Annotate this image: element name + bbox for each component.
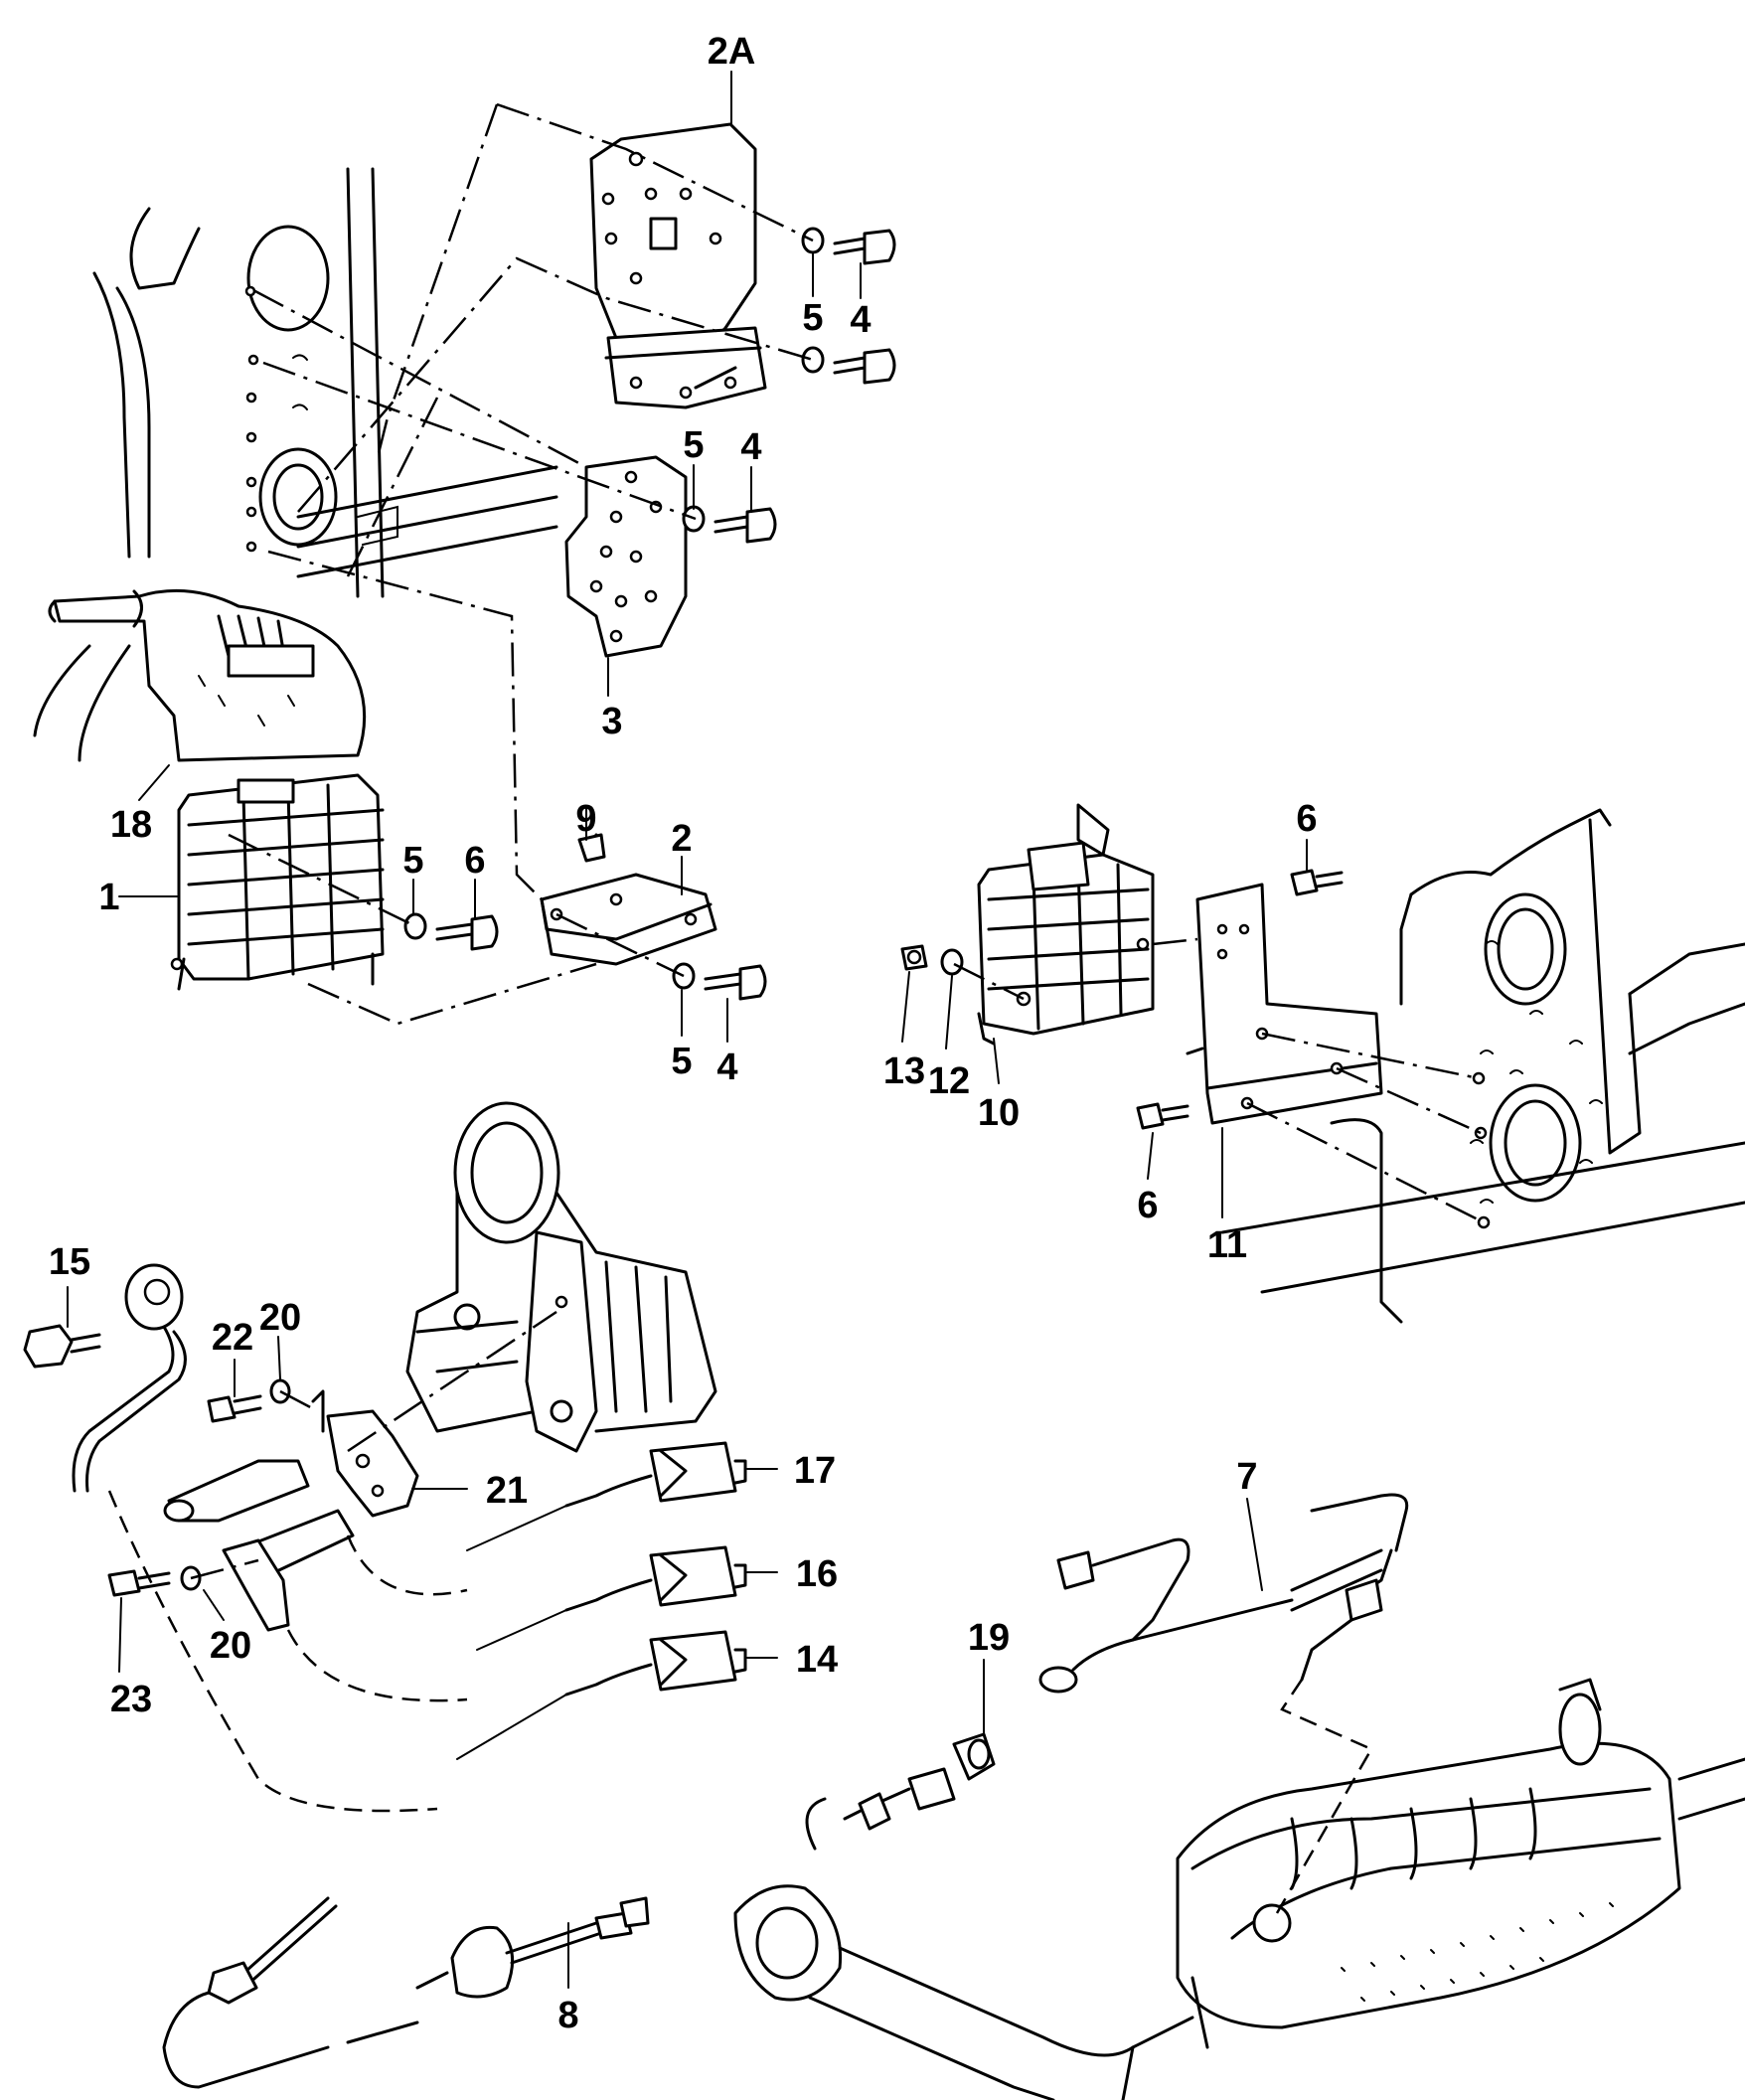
callout-19: 19 bbox=[968, 1617, 1010, 1659]
bracket-2a bbox=[589, 122, 767, 409]
callout-12: 12 bbox=[928, 1060, 970, 1102]
callout-22: 22 bbox=[212, 1317, 253, 1359]
callout-17: 17 bbox=[794, 1450, 836, 1492]
connector-17 bbox=[466, 1441, 747, 1551]
leader-lines-upper bbox=[228, 102, 814, 1026]
callout-4-mid: 4 bbox=[740, 426, 761, 468]
callout-20-low: 20 bbox=[210, 1625, 251, 1667]
wiring-harness bbox=[48, 588, 367, 762]
knock-sensor-15 bbox=[23, 1263, 187, 1493]
engine-block bbox=[405, 1101, 717, 1453]
callout-20-top: 20 bbox=[259, 1297, 301, 1339]
bracket-3 bbox=[564, 455, 688, 658]
callout-5-top: 5 bbox=[802, 297, 823, 339]
callout-14: 14 bbox=[796, 1639, 838, 1681]
control-unit-10 bbox=[977, 803, 1155, 1046]
callout-2a: 2A bbox=[708, 31, 756, 73]
oxygen-sensor-8 bbox=[162, 1896, 650, 2089]
connector-16 bbox=[476, 1545, 747, 1651]
body-panel-right bbox=[1220, 808, 1745, 1324]
callout-15: 15 bbox=[49, 1241, 90, 1283]
callout-21: 21 bbox=[486, 1470, 528, 1512]
exhaust-pipe bbox=[733, 1884, 1209, 2100]
fasteners-right bbox=[900, 869, 1485, 1224]
callout-7: 7 bbox=[1236, 1456, 1257, 1498]
callout-9: 9 bbox=[575, 798, 596, 840]
sensor-wire-leaders bbox=[107, 1310, 557, 1813]
callout-5-mid: 5 bbox=[683, 424, 704, 466]
callout-5-left: 5 bbox=[402, 840, 423, 882]
callout-ticks bbox=[67, 71, 1308, 1989]
oxygen-sensor-7 bbox=[1038, 1493, 1409, 1694]
callout-4-low: 4 bbox=[716, 1047, 737, 1088]
callout-23: 23 bbox=[110, 1679, 152, 1720]
callout-6-right-low: 6 bbox=[1137, 1185, 1158, 1226]
bracket-11 bbox=[1186, 883, 1383, 1125]
callout-1: 1 bbox=[98, 877, 119, 918]
body-panel-top-left bbox=[33, 167, 558, 762]
callout-3: 3 bbox=[601, 701, 622, 742]
callout-2: 2 bbox=[671, 818, 692, 860]
oxygen-sensor-19 bbox=[805, 1732, 996, 1851]
callout-18: 18 bbox=[110, 804, 152, 846]
callout-6-right-top: 6 bbox=[1296, 798, 1317, 840]
callout-8: 8 bbox=[557, 1995, 578, 2036]
connector-14 bbox=[456, 1630, 747, 1760]
control-unit-1 bbox=[170, 773, 385, 991]
callout-4-top: 4 bbox=[850, 299, 871, 341]
callout-6-left: 6 bbox=[464, 840, 485, 882]
callout-16: 16 bbox=[796, 1553, 838, 1595]
callout-11: 11 bbox=[1207, 1224, 1247, 1266]
bracket-2 bbox=[540, 833, 717, 966]
callout-13: 13 bbox=[883, 1050, 925, 1092]
catalytic-converter bbox=[1176, 1678, 1745, 2029]
fasteners-upper bbox=[403, 227, 896, 1001]
callout-labels: 2A 5 4 5 4 3 18 9 2 5 6 1 5 4 6 13 12 10… bbox=[49, 31, 1318, 2036]
callout-10: 10 bbox=[978, 1092, 1020, 1134]
callout-5-low: 5 bbox=[671, 1041, 692, 1082]
